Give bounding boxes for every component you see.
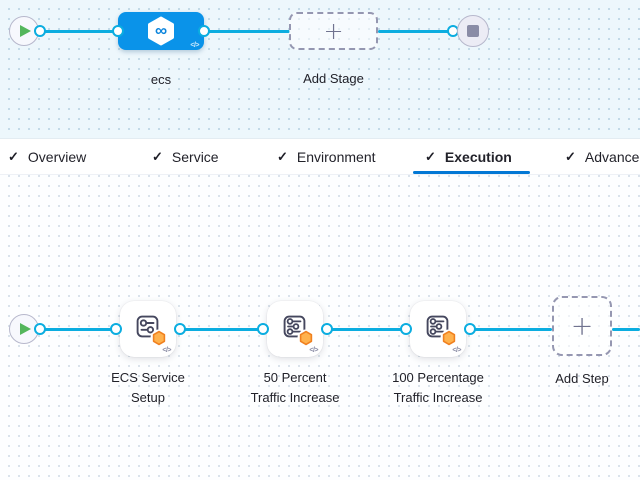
tab-advanced[interactable]: ✓ Advanced [565, 139, 640, 174]
check-icon: ✓ [277, 148, 288, 164]
harness-cd-icon: ∞ [146, 15, 176, 47]
stage-node-ecs[interactable]: ∞ </> [118, 12, 204, 50]
stage-config-tabbar: ✓ Overview ✓ Service ✓ Environment ✓ Exe… [0, 138, 640, 175]
port-dot [464, 323, 476, 335]
plus-icon: + [323, 17, 344, 45]
step-label: ECS Service Setup [78, 368, 218, 408]
aws-hexagon-badge [150, 329, 168, 347]
stop-icon [467, 25, 479, 37]
add-stage-label: Add Stage [303, 71, 364, 86]
step-ecs-service-setup[interactable]: </> [120, 301, 176, 357]
edge [470, 327, 552, 331]
plus-icon: + [570, 310, 594, 342]
edge [612, 327, 640, 331]
edge-stage-to-addstage [204, 29, 290, 33]
check-icon: ✓ [565, 148, 576, 164]
step-label-line1: 100 Percentage [392, 370, 484, 385]
port-dot [321, 323, 333, 335]
tab-label: Execution [444, 148, 512, 165]
tab-label: Overview [27, 148, 87, 165]
execution-graph-canvas[interactable]: </> </> [0, 175, 640, 480]
tab-label: Environment [296, 148, 376, 165]
stage-label: ecs [150, 72, 172, 87]
code-view-icon: </> [162, 347, 171, 354]
step-50-percent-traffic[interactable]: </> [267, 301, 323, 357]
port-dot [257, 323, 269, 335]
port-dot [400, 323, 412, 335]
sliders-icon [426, 315, 449, 338]
edge [40, 327, 118, 331]
port-dot [110, 323, 122, 335]
step-label-line2: Setup [131, 390, 165, 405]
tab-overview[interactable]: ✓ Overview [8, 139, 86, 174]
check-icon: ✓ [425, 148, 436, 164]
step-100-percentage-traffic[interactable]: </> [410, 301, 466, 357]
step-label-line1: ECS Service [111, 370, 185, 385]
sliders-icon [136, 315, 159, 338]
edge [327, 327, 408, 331]
code-view-icon: </> [190, 42, 199, 49]
tab-environment[interactable]: ✓ Environment [277, 139, 376, 174]
port-dot [198, 25, 210, 37]
edge-start-to-stage [40, 29, 120, 33]
step-label-line1: 50 Percent [263, 370, 327, 385]
sliders-icon [283, 315, 306, 338]
port-dot [112, 25, 124, 37]
code-view-icon: </> [309, 347, 318, 354]
step-label-line2: Traffic Increase [393, 390, 483, 405]
port-dot [174, 323, 186, 335]
tab-service[interactable]: ✓ Service [152, 139, 219, 174]
tab-label: Advanced [584, 148, 640, 165]
tab-label: Service [171, 148, 219, 165]
aws-hexagon-badge [297, 329, 315, 347]
pipeline-end-node[interactable] [457, 15, 489, 47]
play-icon [20, 25, 31, 37]
add-step-label: Add Step [555, 371, 609, 386]
tab-execution[interactable]: ✓ Execution [425, 139, 512, 174]
code-view-icon: </> [452, 347, 461, 354]
check-icon: ✓ [152, 148, 163, 164]
add-stage-button[interactable]: + [289, 12, 378, 50]
edge-addstage-to-end [378, 29, 455, 33]
port-dot [34, 25, 46, 37]
aws-hexagon-badge [440, 329, 458, 347]
step-label-line2: Traffic Increase [250, 390, 340, 405]
step-label: 50 Percent Traffic Increase [225, 368, 365, 408]
stage-graph-canvas[interactable]: ∞ </> + ecs Add Stage [0, 0, 640, 138]
infinity-glyph: ∞ [154, 20, 168, 40]
port-dot [34, 323, 46, 335]
add-step-button[interactable]: + [552, 296, 612, 356]
play-icon [20, 323, 31, 335]
check-icon: ✓ [8, 148, 19, 164]
active-tab-underline [413, 170, 530, 174]
edge [180, 327, 265, 331]
step-label: 100 Percentage Traffic Increase [368, 368, 508, 408]
